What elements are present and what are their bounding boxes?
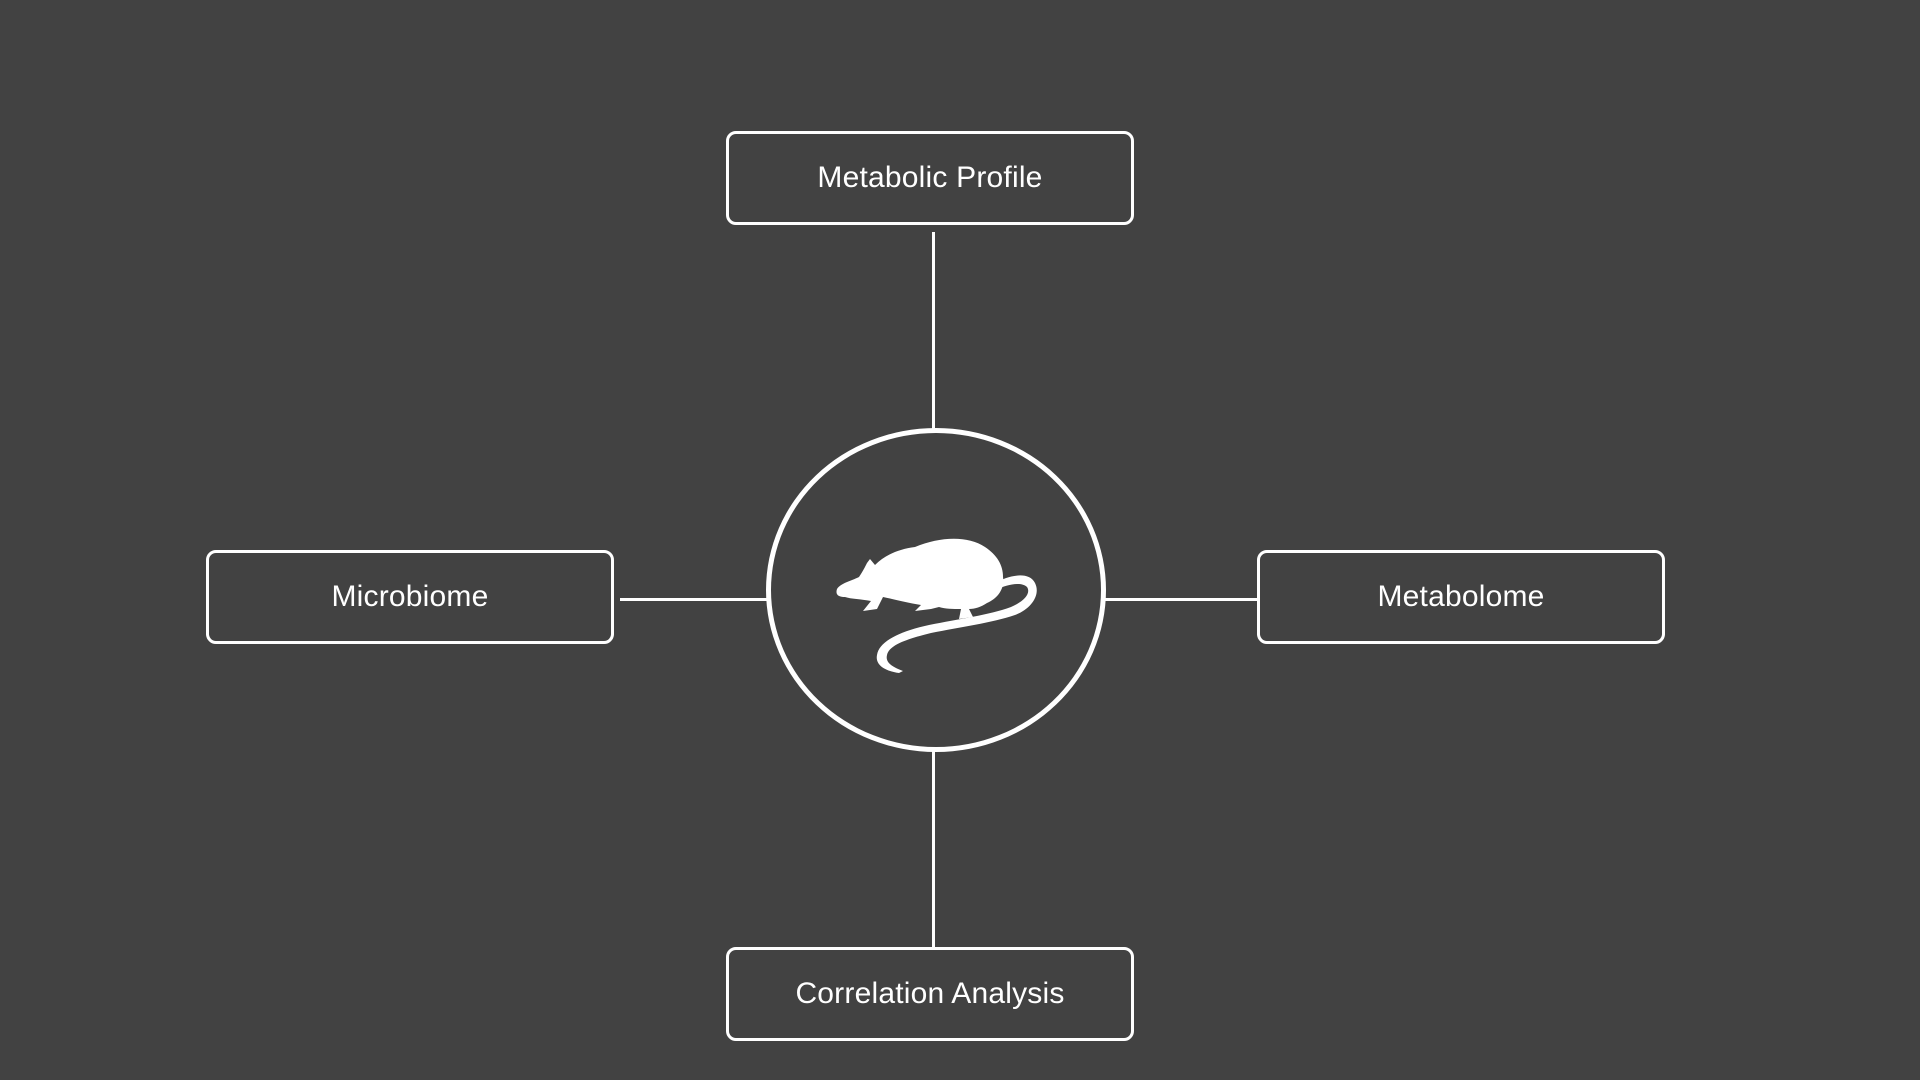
mouse-icon	[836, 538, 1037, 673]
center-hub-circle[interactable]	[766, 428, 1106, 752]
node-metabolome-label: Metabolome	[1377, 580, 1545, 613]
node-metabolome[interactable]: Metabolome	[1257, 550, 1665, 644]
connector-bottom	[932, 750, 935, 948]
node-correlation-analysis-label: Correlation Analysis	[795, 977, 1065, 1010]
node-correlation-analysis[interactable]: Correlation Analysis	[726, 947, 1134, 1041]
node-metabolic-profile-label: Metabolic Profile	[817, 161, 1043, 194]
connector-left	[620, 598, 768, 601]
node-metabolic-profile[interactable]: Metabolic Profile	[726, 131, 1134, 225]
connector-right	[1104, 598, 1258, 601]
node-microbiome-label: Microbiome	[331, 580, 489, 613]
node-microbiome[interactable]: Microbiome	[206, 550, 614, 644]
connector-top	[932, 232, 935, 430]
